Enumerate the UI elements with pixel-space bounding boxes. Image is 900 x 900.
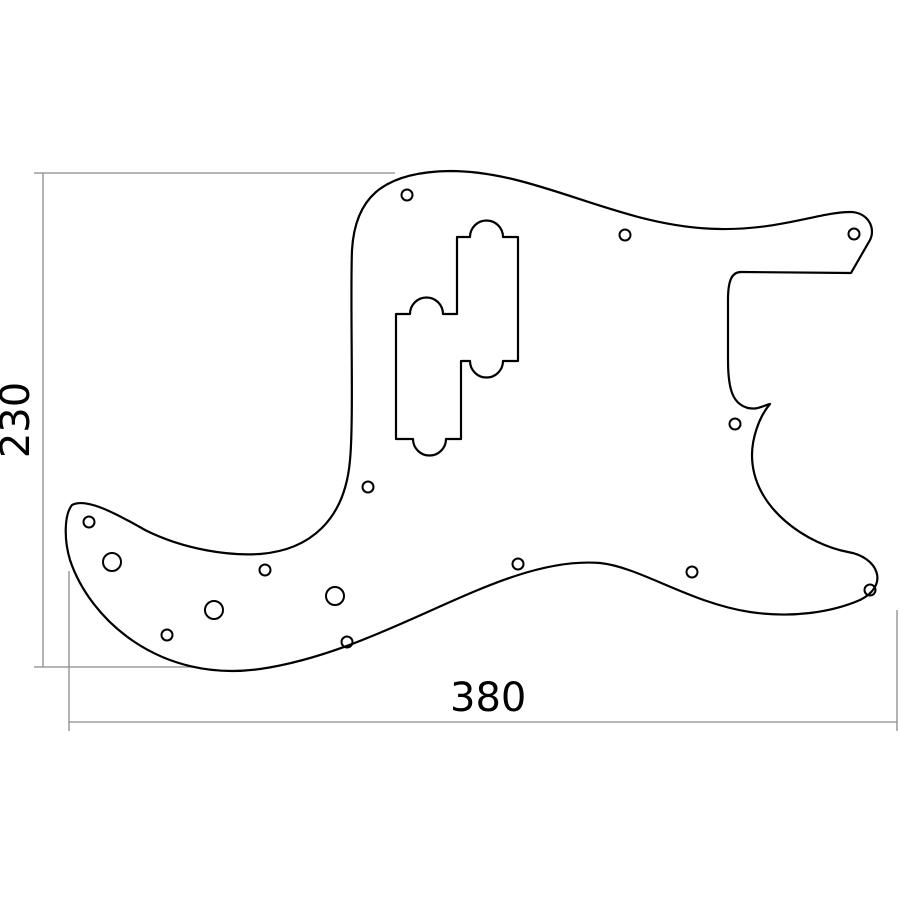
screw-holes — [82, 188, 877, 649]
pickguard-outline — [64, 169, 879, 672]
screw-hole-icon — [511, 557, 525, 571]
control-hole-icon — [325, 586, 345, 606]
screw-hole-icon — [258, 563, 272, 577]
screw-hole-icon — [618, 228, 632, 242]
screw-hole-icon — [82, 515, 96, 529]
control-holes — [102, 552, 345, 620]
height-dimension-label: 230 — [0, 381, 40, 459]
screw-hole-icon — [863, 583, 877, 597]
dimension-lines — [34, 172, 898, 731]
control-hole-icon — [102, 552, 122, 572]
screw-hole-icon — [361, 480, 375, 494]
screw-hole-icon — [685, 565, 699, 579]
pickup-cutout — [394, 219, 520, 457]
screw-hole-icon — [160, 628, 174, 642]
width-dimension-label: 380 — [450, 675, 527, 721]
screw-hole-icon — [400, 188, 414, 202]
control-hole-icon — [204, 600, 224, 620]
screw-hole-icon — [340, 635, 354, 649]
screw-hole-icon — [728, 417, 742, 431]
screw-hole-icon — [847, 227, 861, 241]
